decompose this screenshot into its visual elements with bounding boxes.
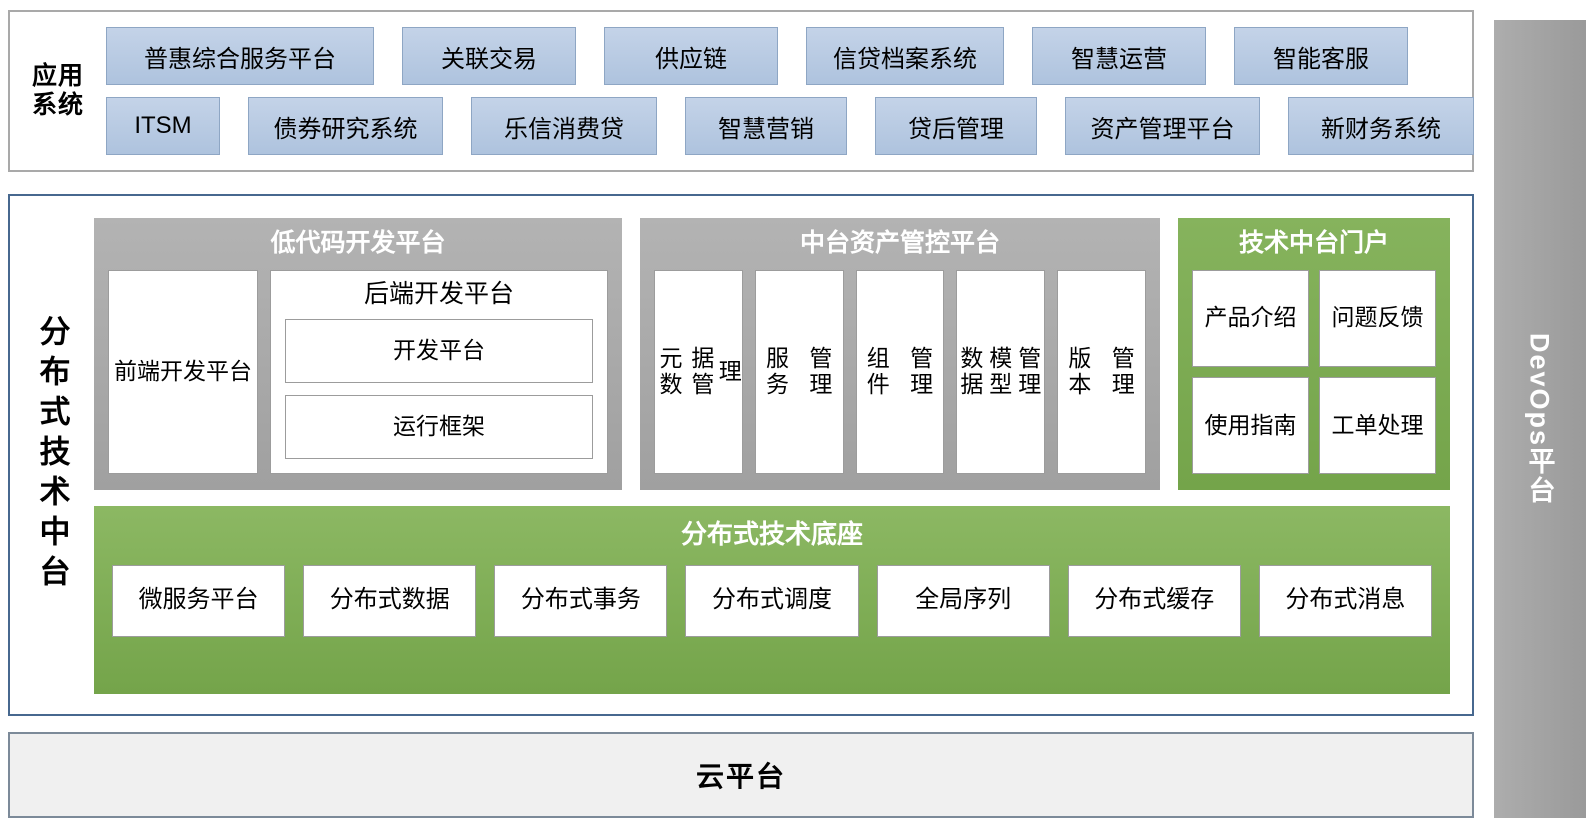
tech-foundation-title: 分布式技术底座 [680, 519, 863, 549]
backend-dev-platform-card[interactable]: 后端开发平台 开发平台 运行框架 [270, 269, 608, 474]
tech-portal-grid: 产品介绍 问题反馈 使用指南 工单处理 [1192, 269, 1436, 474]
backend-dev-platform-title: 后端开发平台 [363, 279, 514, 308]
backend-subitem[interactable]: 运行框架 [285, 394, 593, 459]
portal-item-card[interactable]: 使用指南 [1192, 376, 1309, 474]
asset-control-platform-body: 元数据管理 服务管理 组件管理 数据模型管理 版本管理 [654, 269, 1146, 474]
tech-portal-title: 技术中台门户 [1238, 229, 1389, 257]
portal-item-card[interactable]: 产品介绍 [1192, 269, 1309, 367]
asset-item-card[interactable]: 数据模型管理 [956, 269, 1046, 474]
asset-control-platform-panel: 中台资产管控平台 元数据管理 服务管理 组件管理 数据模型管理 版本管理 [640, 218, 1160, 490]
application-row-2: ITSM 债券研究系统 乐信消费贷 智慧营销 贷后管理 资产管理平台 新财务系统 [106, 97, 1474, 155]
lowcode-platform-panel: 低代码开发平台 前端开发平台 后端开发平台 开发平台 运行框架 [94, 218, 622, 490]
portal-item-card[interactable]: 工单处理 [1319, 376, 1436, 474]
middle-platform-label: 分布式技术中台 [10, 196, 94, 714]
foundation-item-card[interactable]: 全局序列 [876, 564, 1050, 637]
lowcode-platform-body: 前端开发平台 后端开发平台 开发平台 运行框架 [108, 269, 608, 474]
devops-platform-rail: DevOps平台 [1494, 20, 1586, 818]
asset-item-card[interactable]: 组件管理 [855, 269, 945, 474]
app-box[interactable]: 资产管理平台 [1065, 97, 1260, 155]
devops-platform-label: DevOps平台 [1524, 332, 1555, 506]
tech-portal-panel: 技术中台门户 产品介绍 问题反馈 使用指南 工单处理 [1178, 218, 1450, 490]
backend-subitem[interactable]: 开发平台 [285, 318, 593, 383]
middle-platform-frame: 分布式技术中台 低代码开发平台 前端开发平台 后端开发平台 开发平台 [8, 194, 1474, 716]
cloud-platform-title: 云平台 [695, 761, 786, 792]
asset-item-card[interactable]: 版本管理 [1057, 269, 1146, 474]
app-box[interactable]: 债券研究系统 [248, 97, 443, 155]
app-box[interactable]: 贷后管理 [875, 97, 1037, 155]
application-layer-label-line2: 系统 [31, 91, 84, 119]
middle-platform-label-text: 分布式技术中台 [34, 315, 70, 595]
tech-foundation-items: 微服务平台 分布式数据 分布式事务 分布式调度 全局序列 分布式缓存 分布式消息 [112, 564, 1432, 637]
backend-subitems: 开发平台 运行框架 [285, 318, 593, 459]
app-box[interactable]: 智能客服 [1234, 27, 1408, 85]
foundation-item-card[interactable]: 分布式调度 [685, 564, 859, 637]
middle-platform-top-row: 低代码开发平台 前端开发平台 后端开发平台 开发平台 运行框架 [94, 218, 1450, 490]
application-layer-label: 应用 系统 [10, 62, 106, 121]
main-stack: 应用 系统 普惠综合服务平台 关联交易 供应链 信贷档案系统 智慧运营 智能客服… [8, 10, 1474, 828]
app-box[interactable]: 普惠综合服务平台 [106, 27, 374, 85]
app-box[interactable]: 智慧营销 [685, 97, 847, 155]
asset-control-platform-title: 中台资产管控平台 [799, 229, 1000, 257]
asset-item-card[interactable]: 元数据管理 [654, 269, 743, 474]
app-box[interactable]: ITSM [106, 97, 220, 155]
tech-foundation-band: 分布式技术底座 微服务平台 分布式数据 分布式事务 分布式调度 全局序列 分布式… [94, 506, 1450, 694]
foundation-item-card[interactable]: 分布式事务 [494, 564, 668, 637]
app-box[interactable]: 智慧运营 [1032, 27, 1206, 85]
portal-item-card[interactable]: 问题反馈 [1319, 269, 1436, 367]
asset-item-card[interactable]: 服务管理 [754, 269, 844, 474]
app-box[interactable]: 乐信消费贷 [471, 97, 657, 155]
frontend-dev-platform-card[interactable]: 前端开发平台 [108, 269, 258, 474]
app-box[interactable]: 关联交易 [402, 27, 576, 85]
middle-platform-body: 低代码开发平台 前端开发平台 后端开发平台 开发平台 运行框架 [94, 196, 1472, 714]
application-layer-label-line1: 应用 [31, 61, 84, 90]
cloud-platform-frame: 云平台 [8, 732, 1474, 818]
foundation-item-card[interactable]: 微服务平台 [112, 564, 286, 637]
foundation-item-card[interactable]: 分布式缓存 [1067, 564, 1241, 637]
foundation-item-card[interactable]: 分布式消息 [1258, 564, 1432, 637]
app-box[interactable]: 新财务系统 [1288, 97, 1474, 155]
application-row-1: 普惠综合服务平台 关联交易 供应链 信贷档案系统 智慧运营 智能客服 [106, 27, 1474, 85]
lowcode-platform-title: 低代码开发平台 [270, 229, 446, 257]
application-layer-frame: 应用 系统 普惠综合服务平台 关联交易 供应链 信贷档案系统 智慧运营 智能客服… [8, 10, 1474, 172]
foundation-item-card[interactable]: 分布式数据 [303, 564, 477, 637]
application-box-rows: 普惠综合服务平台 关联交易 供应链 信贷档案系统 智慧运营 智能客服 ITSM … [106, 27, 1488, 155]
app-box[interactable]: 供应链 [604, 27, 778, 85]
app-box[interactable]: 信贷档案系统 [806, 27, 1004, 85]
